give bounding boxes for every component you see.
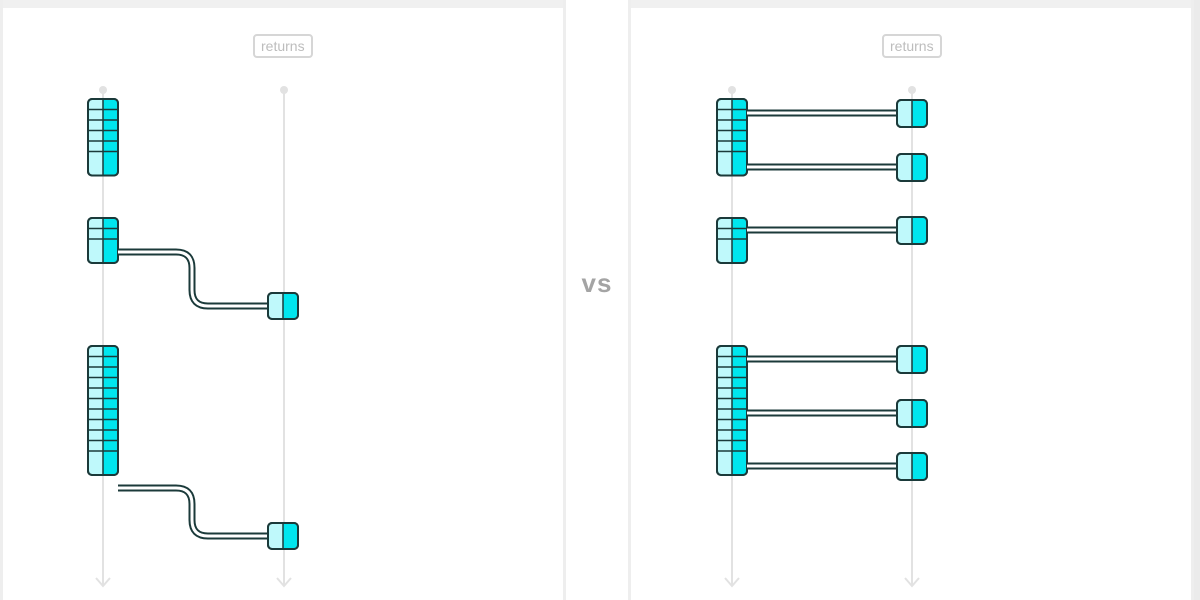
left-return-block-2-accent	[283, 524, 297, 548]
left-stack-1	[87, 98, 119, 177]
right-return-1-block-accent	[912, 101, 926, 126]
right-return-4-block-accent	[912, 347, 926, 372]
right-return-1-block	[896, 99, 928, 128]
right-returns-track-end-arrow	[904, 577, 920, 588]
left-stack-3-accent-half	[103, 347, 117, 474]
right-return-3-block	[896, 216, 928, 245]
left-stack-3-outline	[87, 345, 119, 476]
left-return-block-2-outline	[267, 522, 299, 550]
right-return-5-block	[896, 399, 928, 428]
right-stack-1	[716, 98, 748, 177]
right-return-6-block-accent	[912, 454, 926, 479]
right-return-1-block-outline	[896, 99, 928, 128]
left-return-block-2	[267, 522, 299, 550]
vs-label: vs	[581, 268, 613, 298]
right-return-6-block-outline	[896, 452, 928, 481]
left-return-pipe-1-inner	[118, 250, 270, 308]
left-stack-2-accent-half	[103, 219, 117, 262]
panel-gap	[566, 0, 628, 600]
left-stack-1-accent-half	[103, 100, 117, 175]
left-stack-2-outline	[87, 217, 119, 264]
returns-tag-right: returns	[882, 34, 942, 58]
right-stack-2-accent-half	[732, 219, 746, 262]
right-return-3-block-outline	[896, 216, 928, 245]
left-returns-track-start-dot	[280, 86, 288, 94]
left-returns-track-end-arrow	[276, 577, 292, 588]
right-return-4-block	[896, 345, 928, 374]
right-return-4-block-outline	[896, 345, 928, 374]
right-return-3-block-accent	[912, 218, 926, 243]
right-return-2-block-outline	[896, 153, 928, 182]
right-return-5-block-accent	[912, 401, 926, 426]
left-return-block-1	[267, 292, 299, 320]
right-return-5-block-outline	[896, 399, 928, 428]
right-caller-track-start-dot	[728, 86, 736, 94]
left-return-pipe-2-inner	[118, 486, 270, 538]
returns-tag-left: returns	[253, 34, 313, 58]
left-caller-track-start-dot	[99, 86, 107, 94]
right-caller-track-end-arrow	[724, 577, 740, 588]
right-return-2-block	[896, 153, 928, 182]
right-return-6-block	[896, 452, 928, 481]
left-stack-1-outline	[87, 98, 119, 177]
left-caller-track-end-arrow	[95, 577, 111, 588]
panel-header-bar	[631, 0, 1191, 8]
left-return-block-1-outline	[267, 292, 299, 320]
right-stack-3-accent-half	[732, 347, 746, 474]
panel-header-bar	[3, 0, 563, 8]
left-return-block-1-accent	[283, 294, 297, 318]
left-stack-2	[87, 217, 119, 264]
left-stack-3	[87, 345, 119, 476]
right-returns-track-start-dot	[908, 86, 916, 94]
right-stack-1-accent-half	[732, 100, 746, 175]
right-stack-1-outline	[716, 98, 748, 177]
right-stack-2	[716, 217, 748, 264]
right-stack-3	[716, 345, 748, 476]
right-stack-2-outline	[716, 217, 748, 264]
right-return-2-block-accent	[912, 155, 926, 180]
